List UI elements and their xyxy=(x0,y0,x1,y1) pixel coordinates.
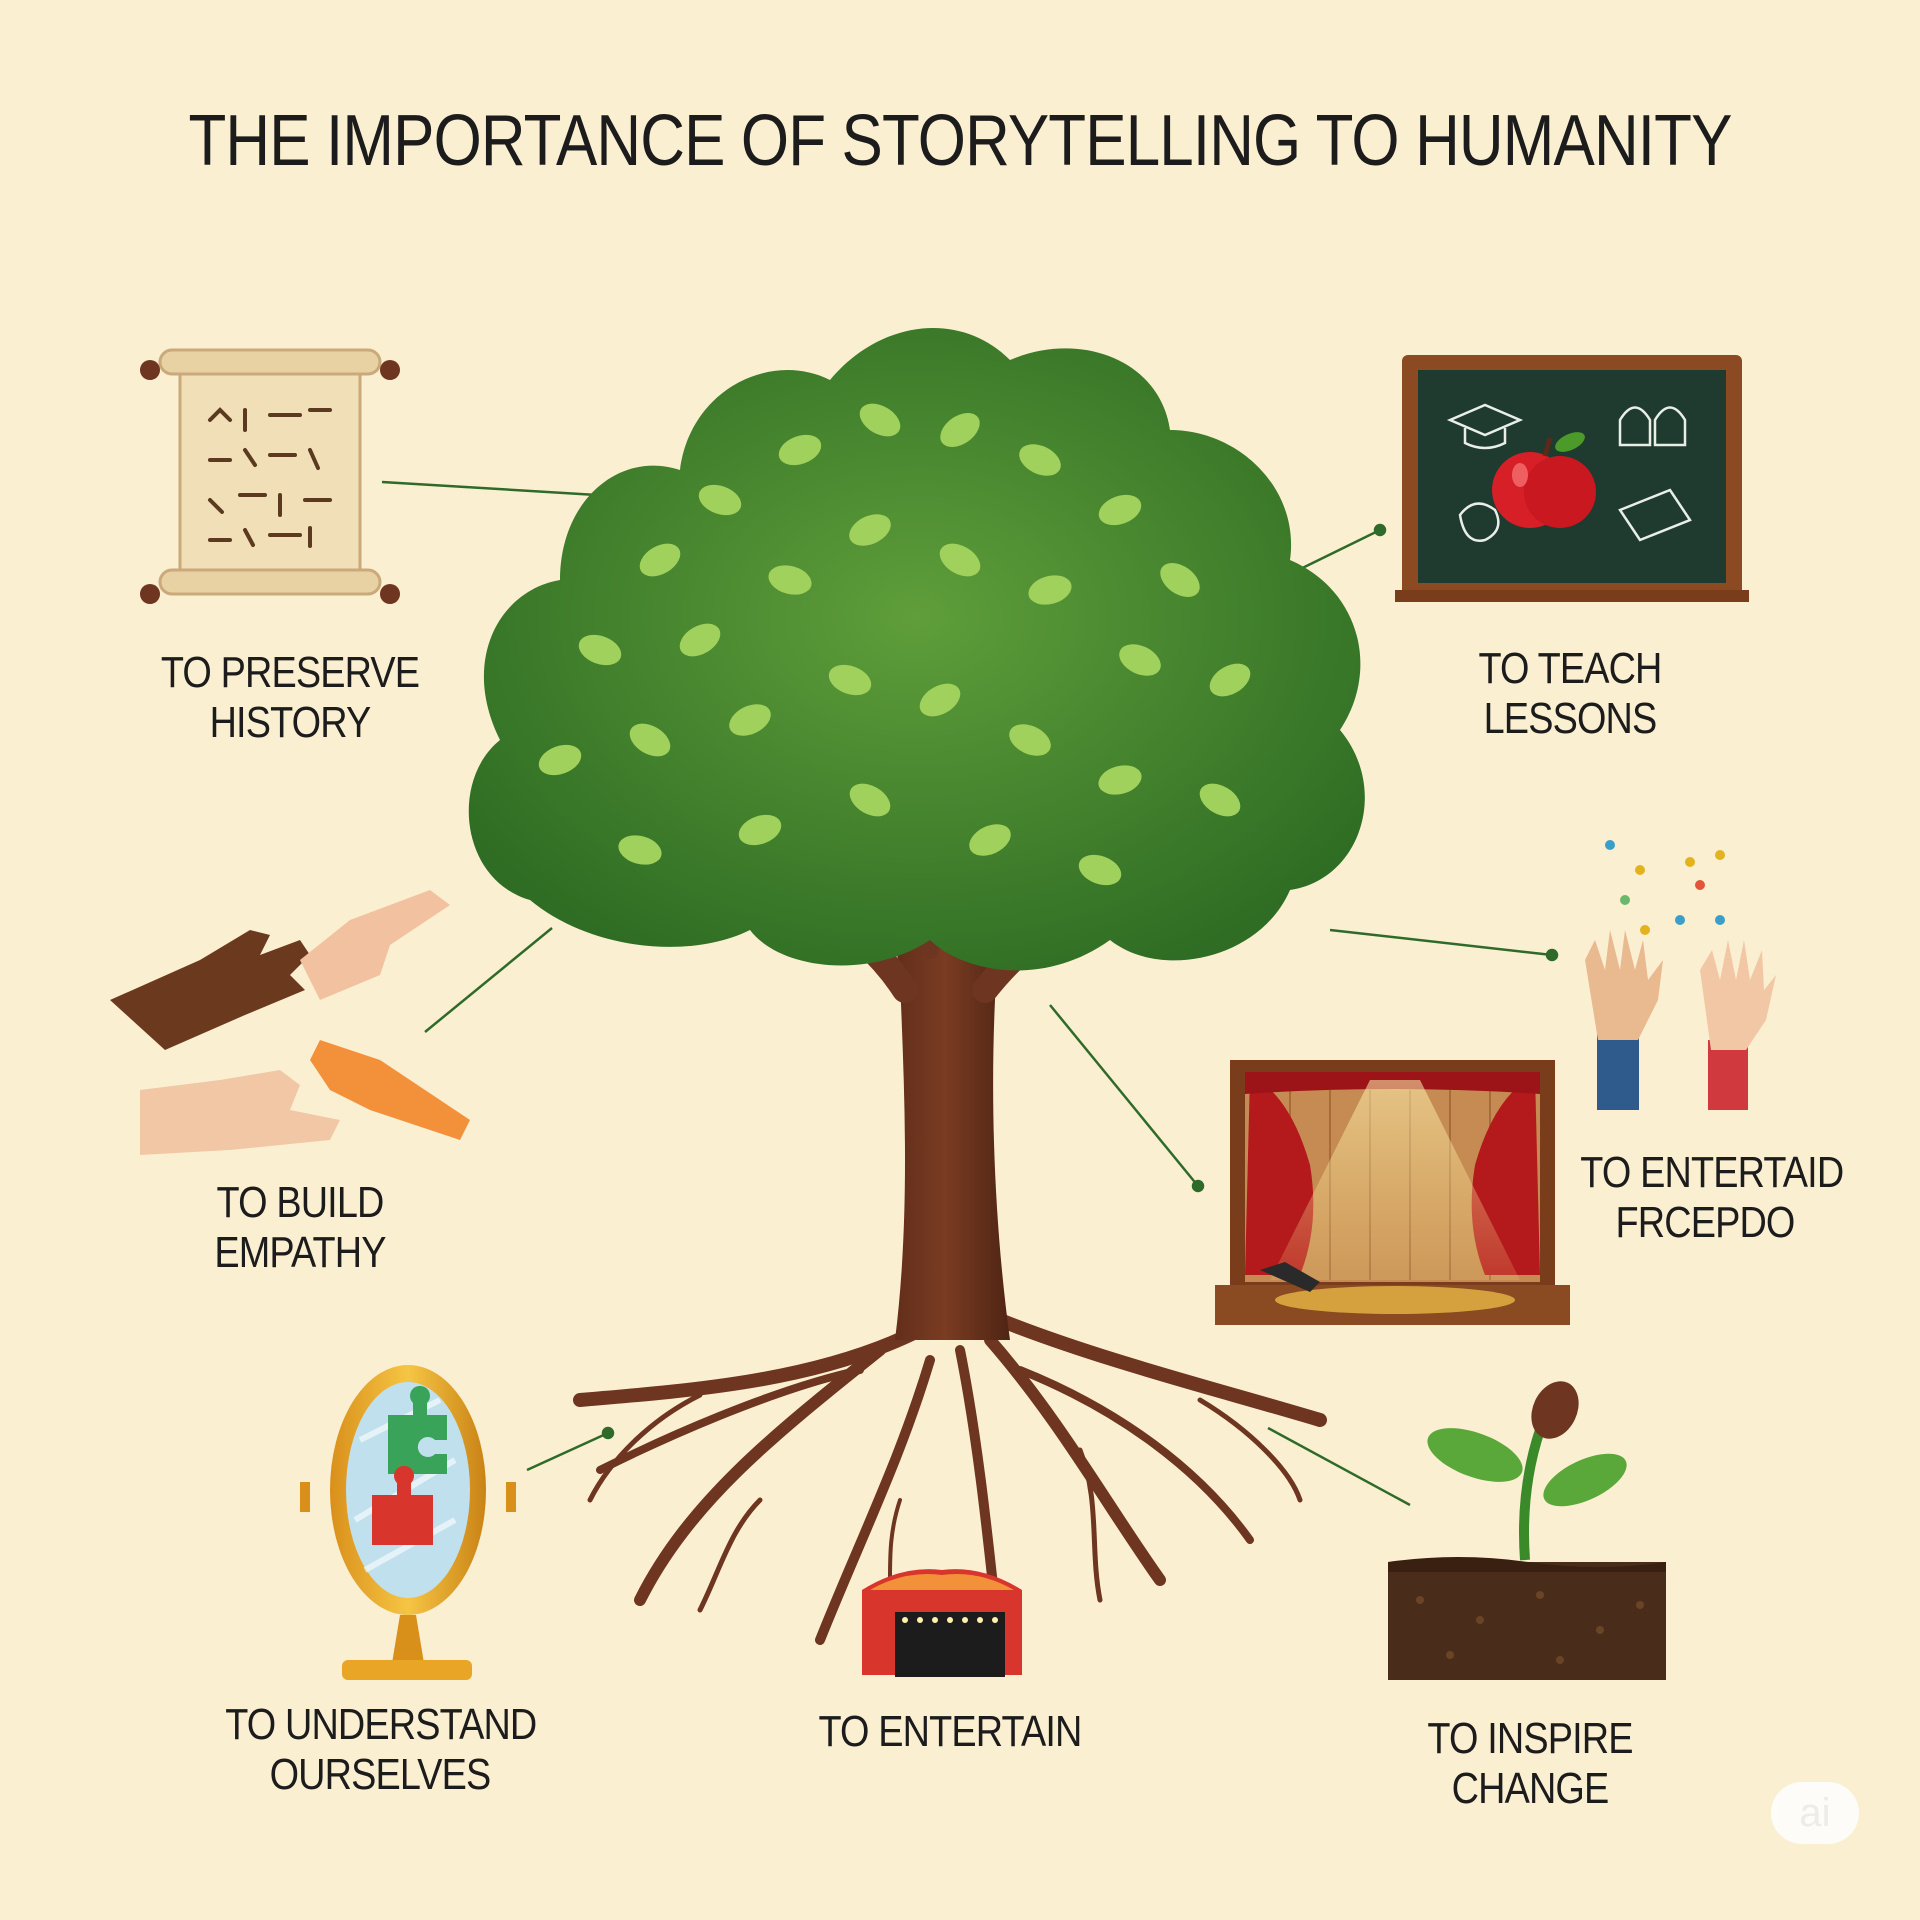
label-entertaid: TO ENTERTAID FRCEPDO xyxy=(1580,1148,1844,1247)
apple-icon xyxy=(1492,432,1596,528)
sprout-icon xyxy=(1388,1381,1666,1680)
label-teach-lessons: TO TEACH LESSONS xyxy=(1478,644,1662,743)
label-preserve-history: TO PRESERVE HISTORY xyxy=(160,648,420,747)
connector-preserve-history xyxy=(381,480,631,499)
connector-dot xyxy=(1191,1179,1205,1193)
tree-canopy xyxy=(468,327,1365,971)
connector-inspire-change xyxy=(1267,1426,1411,1507)
label-inspire-change: TO INSPIRE CHANGE xyxy=(1427,1714,1633,1813)
theater-stage-icon xyxy=(1215,1060,1570,1325)
mirror-icon xyxy=(300,1365,516,1680)
watermark-badge: ai xyxy=(1771,1782,1859,1844)
connector-dot xyxy=(601,1426,615,1440)
connector-understand-ourselves xyxy=(526,1431,609,1472)
connector-dot xyxy=(1545,948,1559,962)
connector-build-empathy xyxy=(424,927,553,1033)
label-build-empathy: TO BUILD EMPATHY xyxy=(214,1178,386,1277)
confetti xyxy=(1605,840,1725,935)
connector-lines xyxy=(381,480,1559,1507)
tent-icon xyxy=(862,1569,1022,1677)
connector-dot xyxy=(1373,523,1387,537)
page-title: THE IMPORTANCE OF STORYTELLING TO HUMANI… xyxy=(188,101,1732,181)
chalkboard-icon xyxy=(1395,355,1749,602)
label-understand-ourselves: TO UNDERSTAND OURSELVES xyxy=(225,1700,537,1799)
scroll-icon xyxy=(140,348,400,604)
raised-hands-icon xyxy=(1585,840,1776,1110)
connector-stage xyxy=(1049,1004,1199,1187)
connector-raised-hands xyxy=(1329,928,1553,957)
label-entertain: TO ENTERTAIN xyxy=(818,1707,1082,1756)
tree-icon xyxy=(468,327,1365,1655)
hands-icon xyxy=(110,890,470,1155)
